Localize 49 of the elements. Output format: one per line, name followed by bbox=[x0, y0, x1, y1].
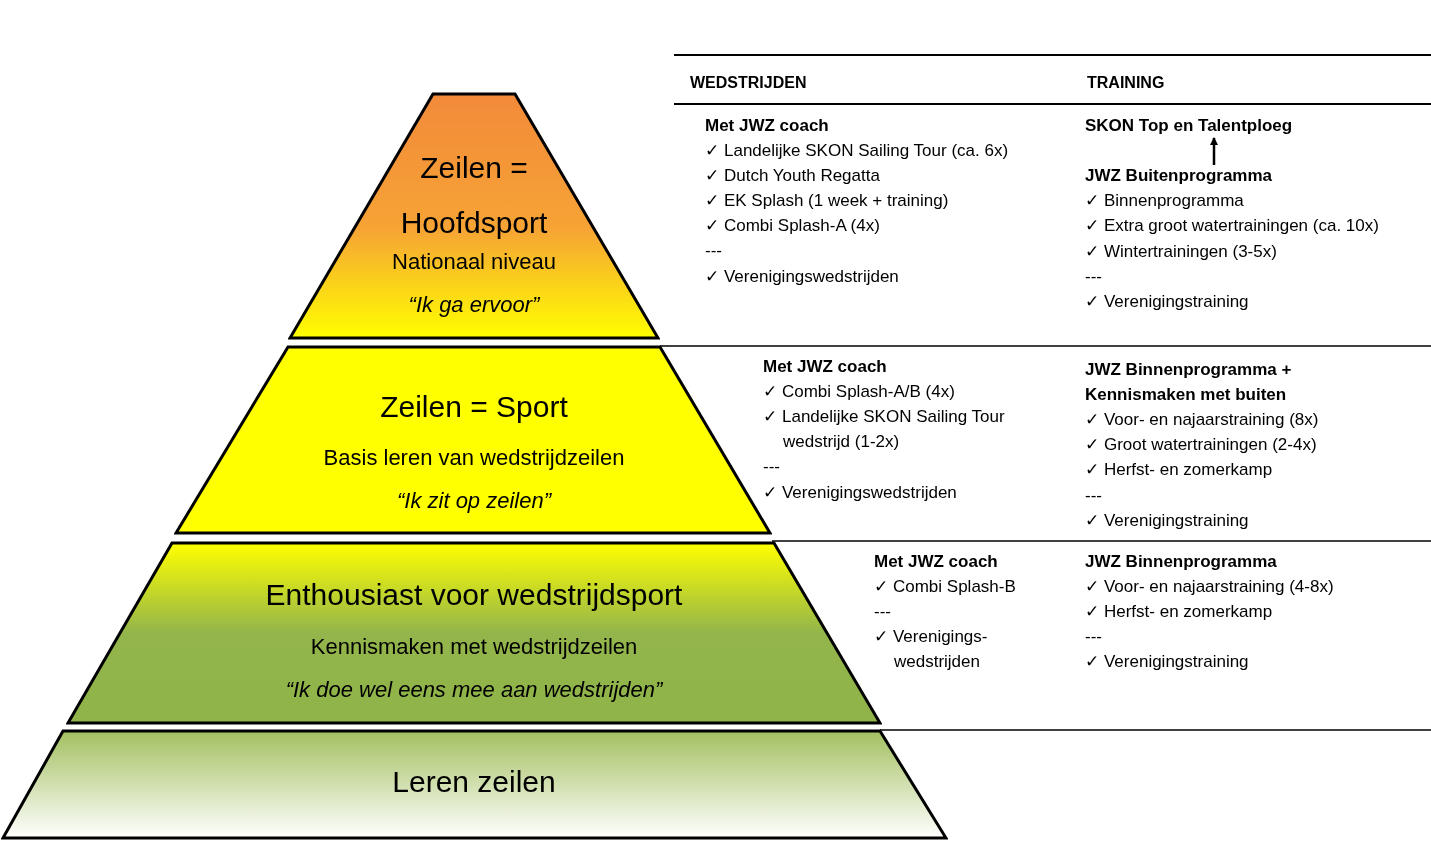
checklist-item: ✓ Verenigingstraining bbox=[1085, 510, 1249, 532]
level-title: Enthousiast voor wedstrijdsport bbox=[264, 578, 684, 613]
arrow bbox=[1210, 137, 1218, 165]
pyramid-level bbox=[1, 729, 948, 840]
separator-text: --- bbox=[874, 601, 892, 623]
checklist-item: ✓ Voor- en najaarstraining (8x) bbox=[1085, 409, 1319, 431]
cell-heading: JWZ Binnenprogramma bbox=[1085, 551, 1277, 573]
checklist-item: ✓ Voor- en najaarstraining (4-8x) bbox=[1085, 576, 1334, 598]
checklist-item: ✓ Wintertrainingen (3-5x) bbox=[1085, 241, 1277, 263]
checklist-item: ✓ Extra groot watertrainingen (ca. 10x) bbox=[1085, 215, 1379, 237]
level-quote: “Ik doe wel eens mee aan wedstrijden” bbox=[284, 677, 664, 703]
checklist-item: ✓ EK Splash (1 week + training) bbox=[705, 190, 949, 212]
checklist-item: ✓ Herfst- en zomerkamp bbox=[1085, 601, 1273, 623]
cell-heading: Met JWZ coach bbox=[874, 551, 998, 573]
checklist-item: ✓ Landelijke SKON Sailing Tour wedstrijd (1-2x) bbox=[763, 406, 1006, 453]
level-title: Leren zeilen bbox=[391, 765, 557, 800]
section-heading: JWZ Buitenprogramma bbox=[1085, 165, 1273, 187]
separator-text: --- bbox=[1085, 485, 1103, 507]
checklist-item: ✓ Combi Splash-A (4x) bbox=[705, 215, 880, 237]
level-subtitle: Basis leren van wedstrijdzeilen bbox=[322, 445, 626, 471]
pyramid-level bbox=[288, 92, 660, 340]
cell-heading: Met JWZ coach bbox=[705, 115, 829, 137]
checklist-item: ✓ Verenigings- wedstrijden bbox=[874, 626, 989, 673]
checklist-item: ✓ Verenigingswedstrijden bbox=[763, 482, 957, 504]
checklist-item: ✓ Verenigingswedstrijden bbox=[705, 266, 899, 288]
level-quote: “Ik zit op zeilen” bbox=[395, 488, 553, 514]
checklist-item: ✓ Herfst- en zomerkamp bbox=[1085, 459, 1273, 481]
separator-text: --- bbox=[1085, 266, 1103, 288]
checklist-item: ✓ Combi Splash-A/B (4x) bbox=[763, 381, 955, 403]
section-heading: SKON Top en Talentploeg bbox=[1085, 115, 1293, 137]
checklist-item: ✓ Dutch Youth Regatta bbox=[705, 165, 880, 187]
checklist-item: ✓ Combi Splash-B bbox=[874, 576, 1016, 598]
level-title: Zeilen = Sport bbox=[379, 390, 569, 425]
checklist-item: ✓ Binnenprogramma bbox=[1085, 190, 1244, 212]
separator-text: --- bbox=[1085, 626, 1103, 648]
cell-heading: JWZ Binnenprogramma + Kennismaken met buiten bbox=[1085, 359, 1293, 406]
column-header: TRAINING bbox=[1087, 73, 1165, 93]
level-subtitle: Kennismaken met wedstrijdzeilen bbox=[309, 634, 639, 660]
checklist-item: ✓ Landelijke SKON Sailing Tour (ca. 6x) bbox=[705, 140, 1009, 162]
level-quote: “Ik ga ervoor” bbox=[407, 292, 541, 318]
level-title: Zeilen = Hoofdsport bbox=[399, 150, 549, 241]
column-header: WEDSTRIJDEN bbox=[690, 73, 807, 93]
cell-heading: Met JWZ coach bbox=[763, 356, 887, 378]
separator-text: --- bbox=[705, 240, 723, 262]
checklist-item: ✓ Groot watertrainingen (2-4x) bbox=[1085, 434, 1317, 456]
checklist-item: ✓ Verenigingstraining bbox=[1085, 651, 1249, 673]
checklist-item: ✓ Verenigingstraining bbox=[1085, 291, 1249, 313]
separator-text: --- bbox=[763, 456, 781, 478]
level-subtitle: Nationaal niveau bbox=[391, 249, 557, 275]
